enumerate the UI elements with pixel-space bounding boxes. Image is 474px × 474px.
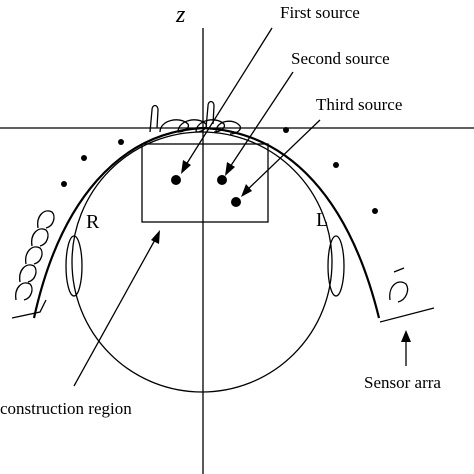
first-source-dot: [171, 175, 181, 185]
second-source-label: Second source: [291, 49, 390, 68]
sensor-dot: [283, 127, 289, 133]
sensor-dot: [372, 208, 378, 214]
top-coils: [149, 100, 242, 135]
right-ear: [65, 235, 83, 297]
reconstruction-region-arrow: [73, 237, 157, 387]
sensor-helmet-arc: [32, 126, 381, 319]
third-source-label: Third source: [316, 95, 402, 114]
sensor-dot: [81, 155, 87, 161]
right-side-label: R: [86, 211, 100, 233]
reconstruction-region-arrowhead: [151, 230, 160, 244]
second-source-dot: [217, 175, 227, 185]
sensor-dot: [61, 181, 67, 187]
sensor-array-arrowhead: [401, 330, 411, 342]
left-side-coils: [11, 210, 55, 319]
right-side-coils: [379, 267, 435, 323]
sensor-array-label: Sensor arra: [364, 373, 441, 392]
second-source-arrow: [227, 71, 294, 171]
first-source-label: First source: [280, 3, 360, 22]
first-source-arrowhead: [181, 160, 191, 174]
left-side-label: L: [316, 209, 328, 231]
third-source-dot: [231, 197, 241, 207]
sensor-dot: [333, 162, 339, 168]
left-ear: [327, 235, 345, 297]
reconstruction-region-box: [141, 143, 269, 223]
reconstruction-region-label: construction region: [0, 399, 132, 418]
third-source-arrow: [244, 119, 321, 193]
third-source-arrowhead: [241, 184, 252, 197]
head-circle: [71, 131, 333, 393]
sensor-dot: [118, 139, 124, 145]
first-source-arrow: [183, 27, 273, 169]
axis-z-label: z: [175, 2, 186, 28]
second-source-arrowhead: [225, 162, 235, 176]
